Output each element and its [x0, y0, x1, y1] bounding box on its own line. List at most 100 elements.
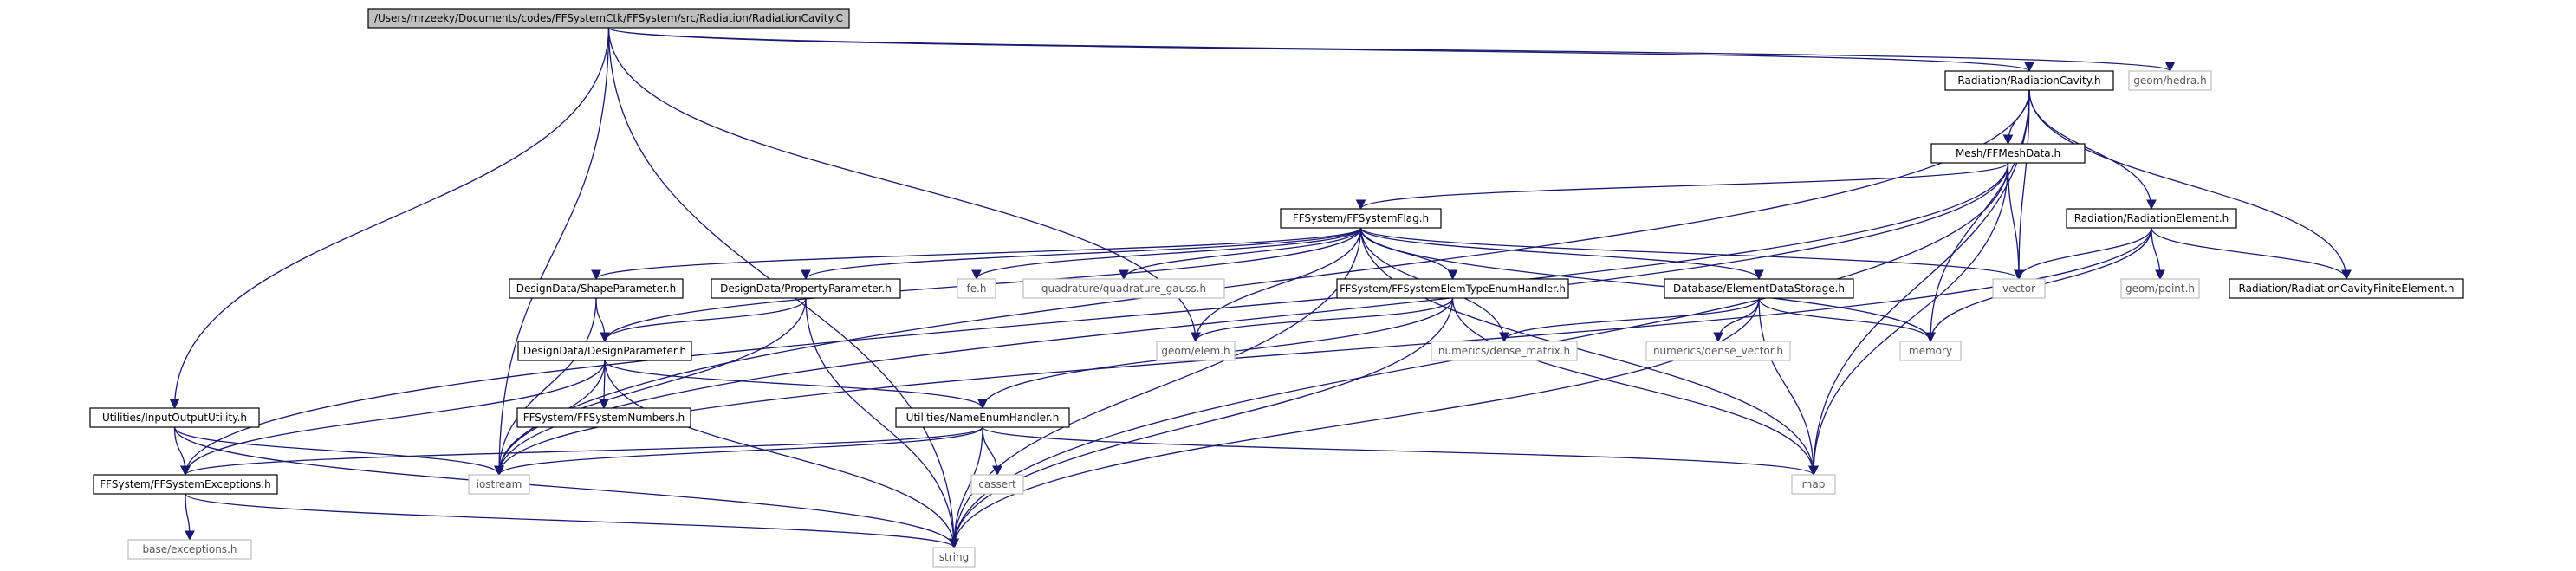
node-label: FFSystem/FFSystemElemTypeEnumHandler.h — [1340, 282, 1566, 295]
node-ffsysnumbers[interactable]: FFSystem/FFSystemNumbers.h — [516, 407, 691, 428]
node-ffsysflag[interactable]: FFSystem/FFSystemFlag.h — [1280, 208, 1442, 229]
edge-line — [1359, 227, 1936, 343]
node-vector: vector — [1992, 278, 2046, 299]
node-elemdata[interactable]: Database/ElementDataStorage.h — [1664, 278, 1854, 299]
edge-ffsysflag-to-quadrature — [1119, 227, 1362, 281]
nodes-layer: /Users/mrzeeky/Documents/codes/FFSystemC… — [89, 8, 2464, 568]
node-meshdata[interactable]: Mesh/FFMeshData.h — [1930, 143, 2086, 164]
edge-shapeparam-to-iostream — [494, 297, 597, 477]
edge-line — [173, 426, 504, 477]
node-quadrature: quadrature/quadrature_gauss.h — [1022, 278, 1225, 299]
edge-line — [180, 162, 2009, 477]
edge-line — [604, 360, 988, 410]
node-inputoutput[interactable]: Utilities/InputOutputUtility.h — [89, 407, 260, 428]
edge-root-to-geom_hedra — [607, 27, 2175, 73]
node-label: numerics/dense_matrix.h — [1438, 345, 1570, 357]
edge-elemtype-to-geom_elem — [1191, 297, 1454, 343]
edge-line — [1191, 297, 1454, 343]
node-ffsysexceptions[interactable]: FFSystem/FFSystemExceptions.h — [93, 474, 278, 495]
edge-line — [595, 297, 610, 343]
edge-line — [2014, 89, 2030, 281]
node-propparam[interactable]: DesignData/PropertyParameter.h — [711, 278, 901, 299]
edge-elemtype-to-map — [1451, 297, 1819, 477]
edge-line — [2028, 89, 2352, 281]
edge-nameenum-to-ffsysexceptions — [180, 426, 983, 477]
edge-line — [1499, 297, 1760, 343]
node-box — [1022, 278, 1225, 299]
node-box — [970, 474, 1024, 495]
edge-line — [1359, 227, 2024, 281]
edge-line — [604, 360, 959, 549]
edge-line — [805, 297, 959, 549]
edge-ffsysflag-to-geom_elem — [1191, 227, 1362, 343]
edge-line — [180, 360, 606, 477]
node-dense_matrix: numerics/dense_matrix.h — [1431, 341, 1578, 361]
node-geom_elem: geom/elem.h — [1156, 341, 1236, 361]
node-elemtype[interactable]: FFSystem/FFSystemElemTypeEnumHandler.h — [1336, 278, 1569, 299]
edge-ffsysflag-to-vector — [1359, 227, 2024, 281]
edge-designparam-to-nameenum — [604, 360, 988, 410]
node-box — [932, 547, 976, 568]
node-root: /Users/mrzeeky/Documents/codes/FFSystemC… — [367, 8, 850, 29]
edge-line — [1808, 162, 2009, 477]
node-box — [711, 278, 901, 299]
edge-meshdata-to-ffsysexceptions — [180, 162, 2009, 477]
edge-nameenum-to-cassert — [982, 426, 1002, 477]
edge-line — [949, 297, 1454, 549]
edge-line — [185, 493, 195, 542]
edge-ffsysexceptions-to-base_exceptions — [185, 493, 195, 542]
node-label: geom/point.h — [2125, 282, 2195, 295]
edge-line — [2151, 227, 2165, 281]
node-nameenum[interactable]: Utilities/NameEnumHandler.h — [895, 407, 1070, 428]
edge-ffsysflag-to-string — [949, 227, 1362, 549]
edge-line — [982, 426, 1002, 477]
edge-propparam-to-iostream — [494, 297, 807, 477]
edge-line — [494, 162, 2009, 477]
edge-line — [1758, 297, 1819, 477]
node-cassert: cassert — [970, 474, 1024, 495]
node-shapeparam[interactable]: DesignData/ShapeParameter.h — [509, 278, 684, 299]
edge-line — [173, 426, 959, 549]
node-geom_point: geom/point.h — [2120, 278, 2200, 299]
edge-line — [494, 426, 983, 477]
edge-root-to-inputoutput — [169, 27, 610, 410]
node-label: geom/hedra.h — [2133, 75, 2206, 87]
node-radelement[interactable]: Radiation/RadiationElement.h — [2066, 208, 2237, 229]
edge-root-to-radcavity — [607, 27, 2034, 73]
node-fe_h: fe.h — [957, 278, 996, 299]
node-box — [516, 407, 691, 428]
edge-line — [591, 227, 1362, 281]
edge-propparam-to-designparam — [600, 297, 807, 343]
node-box — [1336, 278, 1569, 299]
edge-radelement-to-geom_point — [2151, 227, 2165, 281]
node-box — [2128, 70, 2212, 91]
edge-line — [2014, 227, 2152, 281]
edge-designparam-to-ffsysexceptions — [180, 360, 606, 477]
edge-line — [1451, 297, 1819, 477]
edge-elemdata-to-map — [1758, 297, 1819, 477]
edge-line — [169, 27, 610, 410]
edge-meshdata-to-ffsysflag — [1355, 162, 2009, 211]
node-box — [93, 474, 278, 495]
node-designparam[interactable]: DesignData/DesignParameter.h — [517, 341, 692, 361]
edge-line — [494, 27, 610, 477]
node-box — [2229, 278, 2464, 299]
node-box — [1899, 341, 1962, 361]
node-label: FFSystem/FFSystemFlag.h — [1293, 212, 1429, 224]
edge-inputoutput-to-string — [173, 426, 959, 549]
node-label: Database/ElementDataStorage.h — [1673, 282, 1845, 295]
node-radcavity[interactable]: Radiation/RadiationCavity.h — [1944, 70, 2114, 91]
edge-line — [1359, 227, 1764, 281]
node-label: memory — [1909, 345, 1952, 357]
edge-line — [949, 227, 1362, 549]
node-geom_hedra: geom/hedra.h — [2128, 70, 2212, 91]
node-label: FFSystem/FFSystemExceptions.h — [100, 478, 270, 490]
node-radfinite[interactable]: Radiation/RadiationCavityFiniteElement.h — [2229, 278, 2464, 299]
edge-radelement-to-vector — [2014, 227, 2152, 281]
edge-line — [494, 297, 807, 477]
node-label: map — [1802, 478, 1826, 490]
edge-line — [607, 27, 2034, 73]
node-box — [1156, 341, 1236, 361]
node-map: map — [1791, 474, 1836, 495]
node-box — [509, 278, 684, 299]
